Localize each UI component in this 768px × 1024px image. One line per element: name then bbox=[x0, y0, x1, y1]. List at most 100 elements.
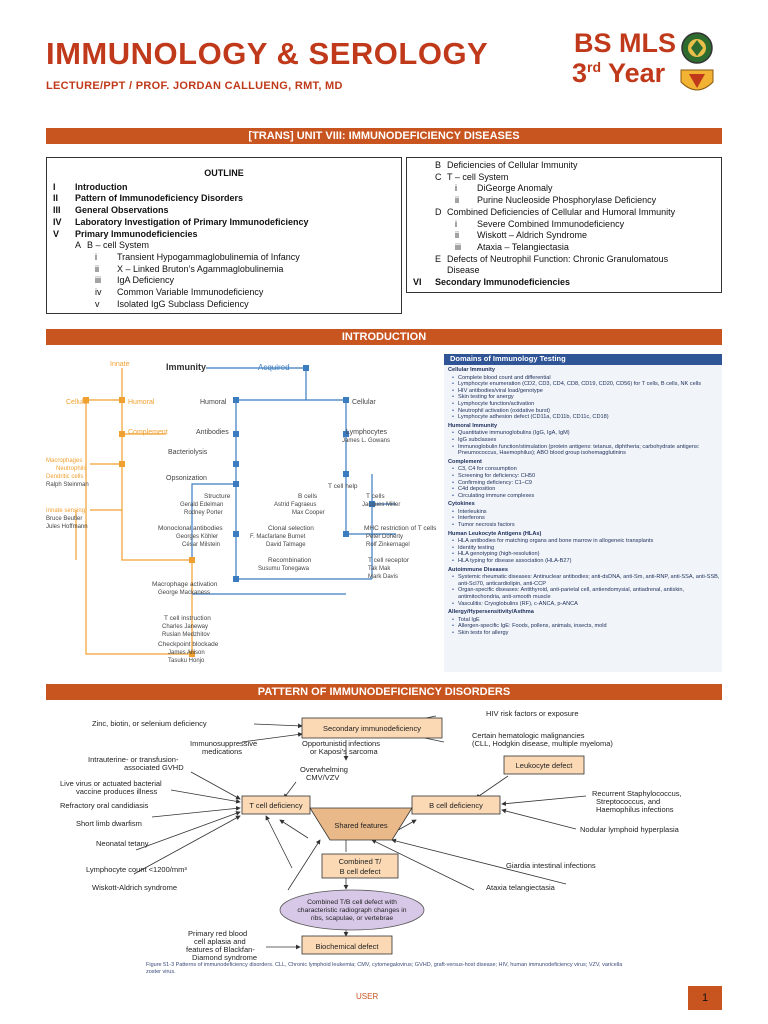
outline-item-number: E bbox=[435, 253, 442, 264]
domains-section-item: C3, C4 for consumption bbox=[444, 466, 722, 473]
label-humoral-acquired: Humoral bbox=[200, 399, 227, 406]
outline-item-number: iv bbox=[95, 287, 102, 298]
outline-item: I Introduction bbox=[53, 182, 395, 194]
label-clonal: Clonal selection bbox=[268, 525, 314, 532]
pattern-secondary: Secondary immunodeficiency bbox=[323, 724, 421, 733]
outline-title: OUTLINE bbox=[204, 168, 244, 178]
outline-item-label: Ataxia – Telangiectasia bbox=[477, 241, 569, 252]
label-zinkernagel: Rolf Zinkernagel bbox=[366, 542, 410, 548]
label-porter: Rodney Porter bbox=[184, 510, 223, 516]
outline-item-number bbox=[435, 265, 447, 277]
domains-panel-title: Domains of Immunology Testing bbox=[444, 354, 722, 365]
year-label: 3rd Year bbox=[572, 60, 665, 87]
outline-item: v Isolated IgG Subclass Deficiency bbox=[53, 299, 395, 311]
domains-section-item: Interferons bbox=[444, 515, 722, 522]
domains-of-immunology-testing-panel: Domains of Immunology Testing Cellular I… bbox=[444, 354, 722, 672]
domains-section-item: Vasculitis: Cryoglobulins (RF), c-ANCA, … bbox=[444, 601, 722, 608]
domains-section-item: Complete blood count and differential bbox=[444, 375, 722, 382]
pattern-ataxia: Ataxia telangiectasia bbox=[486, 883, 556, 892]
domains-section-item: C4d deposition bbox=[444, 486, 722, 493]
outline-item: iii IgA Deficiency bbox=[53, 275, 395, 287]
pattern-shared: Shared features bbox=[334, 821, 388, 830]
label-complement: Complement bbox=[128, 429, 168, 436]
label-davis: Mark Davis bbox=[368, 574, 398, 580]
year-word: Year bbox=[608, 58, 666, 88]
outline-item-number: v bbox=[95, 298, 100, 309]
pattern-lymphocount: Lymphocyte count <1200/mm³ bbox=[86, 865, 187, 874]
domains-panel-body: Cellular ImmunityComplete blood count an… bbox=[444, 366, 722, 637]
domains-section-item: IgG subclasses bbox=[444, 437, 722, 444]
domains-section-item: Organ-specific diseases: Antithyroid, an… bbox=[444, 587, 722, 600]
pattern-immunosup-2: medications bbox=[202, 747, 242, 756]
label-cellular-innate: Cellular bbox=[66, 399, 90, 406]
pattern-ellipse-3: ribs, scapulae, or vertebrae bbox=[311, 915, 394, 922]
pattern-figure-caption: Figure 51-3 Patterns of immunodeficiency… bbox=[146, 962, 623, 975]
pattern-opp-2: or Kaposi's sarcoma bbox=[310, 747, 379, 756]
pattern-bar: PATTERN OF IMMUNODEFICIENCY DISORDERS bbox=[46, 684, 722, 700]
label-antibodies: Antibodies bbox=[196, 429, 229, 436]
pattern-live-2: vaccine produces illness bbox=[76, 787, 158, 796]
page-number: 1 bbox=[688, 986, 722, 1010]
outline-item-label: Deficiencies of Cellular Immunity bbox=[447, 160, 578, 170]
pattern-nodular: Nodular lymphoid hyperplasia bbox=[580, 825, 680, 834]
pattern-heme-2: (CLL, Hodgkin disease, multiple myeloma) bbox=[472, 739, 613, 748]
pattern-recurrent-2: Streptococcus, and bbox=[596, 797, 660, 806]
outline-item-label: Introduction bbox=[75, 181, 128, 192]
pattern-intrauterine-1: Intrauterine- or transfusion- bbox=[88, 755, 179, 764]
outline-item-label: Disease bbox=[447, 265, 480, 276]
document-title: IMMUNOLOGY & SEROLOGY bbox=[46, 36, 489, 71]
domains-section-item: Identity testing bbox=[444, 545, 722, 552]
domains-section-item: Tumor necrosis factors bbox=[444, 522, 722, 529]
outline-item-number: IV bbox=[53, 216, 62, 227]
domains-section-item: Skin testing for anergy bbox=[444, 394, 722, 401]
pattern-recurrent-3: Haemophilus infections bbox=[596, 805, 674, 814]
domains-section-item: HLA genotyping (high-resolution) bbox=[444, 551, 722, 558]
pattern-neonatal: Neonatal tetany bbox=[96, 839, 149, 848]
outline-item-number: B bbox=[435, 160, 442, 170]
label-bacteriolysis: Bacteriolysis bbox=[168, 449, 208, 456]
program-label: BS MLS bbox=[574, 28, 677, 58]
pattern-hiv: HIV risk factors or exposure bbox=[486, 709, 579, 718]
domains-section-item: Lymphocyte function/activation bbox=[444, 401, 722, 408]
label-edelman: Gerald Edelman bbox=[180, 502, 223, 508]
pattern-primary-2: cell aplasia and bbox=[194, 937, 246, 946]
unit-title-bar: [TRANS] UNIT VIII: IMMUNODEFICIENCY DISE… bbox=[46, 128, 722, 144]
outline-item-label: Isolated IgG Subclass Deficiency bbox=[117, 298, 249, 309]
pattern-primary-3: features of Blackfan- bbox=[186, 945, 255, 954]
domains-section-item: Immunoglobulin function/stimulation (pro… bbox=[444, 444, 722, 457]
pattern-overwhelming-2: CMV/VZV bbox=[306, 773, 339, 782]
outline-item-label: IgA Deficiency bbox=[117, 275, 175, 286]
label-lymphocytes: Lymphocytes bbox=[346, 429, 387, 436]
outline-item-label: Wiskott – Aldrich Syndrome bbox=[477, 230, 588, 241]
label-mhc: MHC restriction of T cells bbox=[364, 525, 437, 532]
outline-item-number: III bbox=[53, 205, 61, 216]
outline-item-number: ii bbox=[455, 195, 459, 206]
domains-section-item: HIV antibodies/viral load/genotype bbox=[444, 388, 722, 395]
pattern-bcell: B cell deficiency bbox=[429, 801, 483, 810]
label-innate: Innate bbox=[110, 361, 130, 368]
outline-item-label: Transient Hypogammaglobulinemia of Infan… bbox=[117, 251, 300, 262]
outline-item-number: iii bbox=[455, 241, 461, 252]
label-talmage: David Talmage bbox=[266, 542, 306, 548]
domains-section-item: Allergen-specific IgE: Foods, pollens, a… bbox=[444, 623, 722, 630]
domains-section-item: Screening for deficiency: CH50 bbox=[444, 473, 722, 480]
outline-item-number: iii bbox=[95, 275, 101, 286]
pattern-immunosup-1: Immunosuppressive bbox=[190, 739, 257, 748]
label-tonegawa: Susumu Tonegawa bbox=[258, 566, 310, 572]
outline-item-number: I bbox=[53, 181, 56, 192]
pattern-combined-2: B cell defect bbox=[340, 867, 382, 876]
label-neutrophils: Neutrophils bbox=[56, 466, 86, 472]
domains-section-item: Neutrophil activation (oxidative burst) bbox=[444, 408, 722, 415]
label-structure: Structure bbox=[204, 493, 231, 500]
domains-section-heading: Complement bbox=[448, 458, 482, 465]
outline-item-number: VI bbox=[413, 277, 422, 288]
